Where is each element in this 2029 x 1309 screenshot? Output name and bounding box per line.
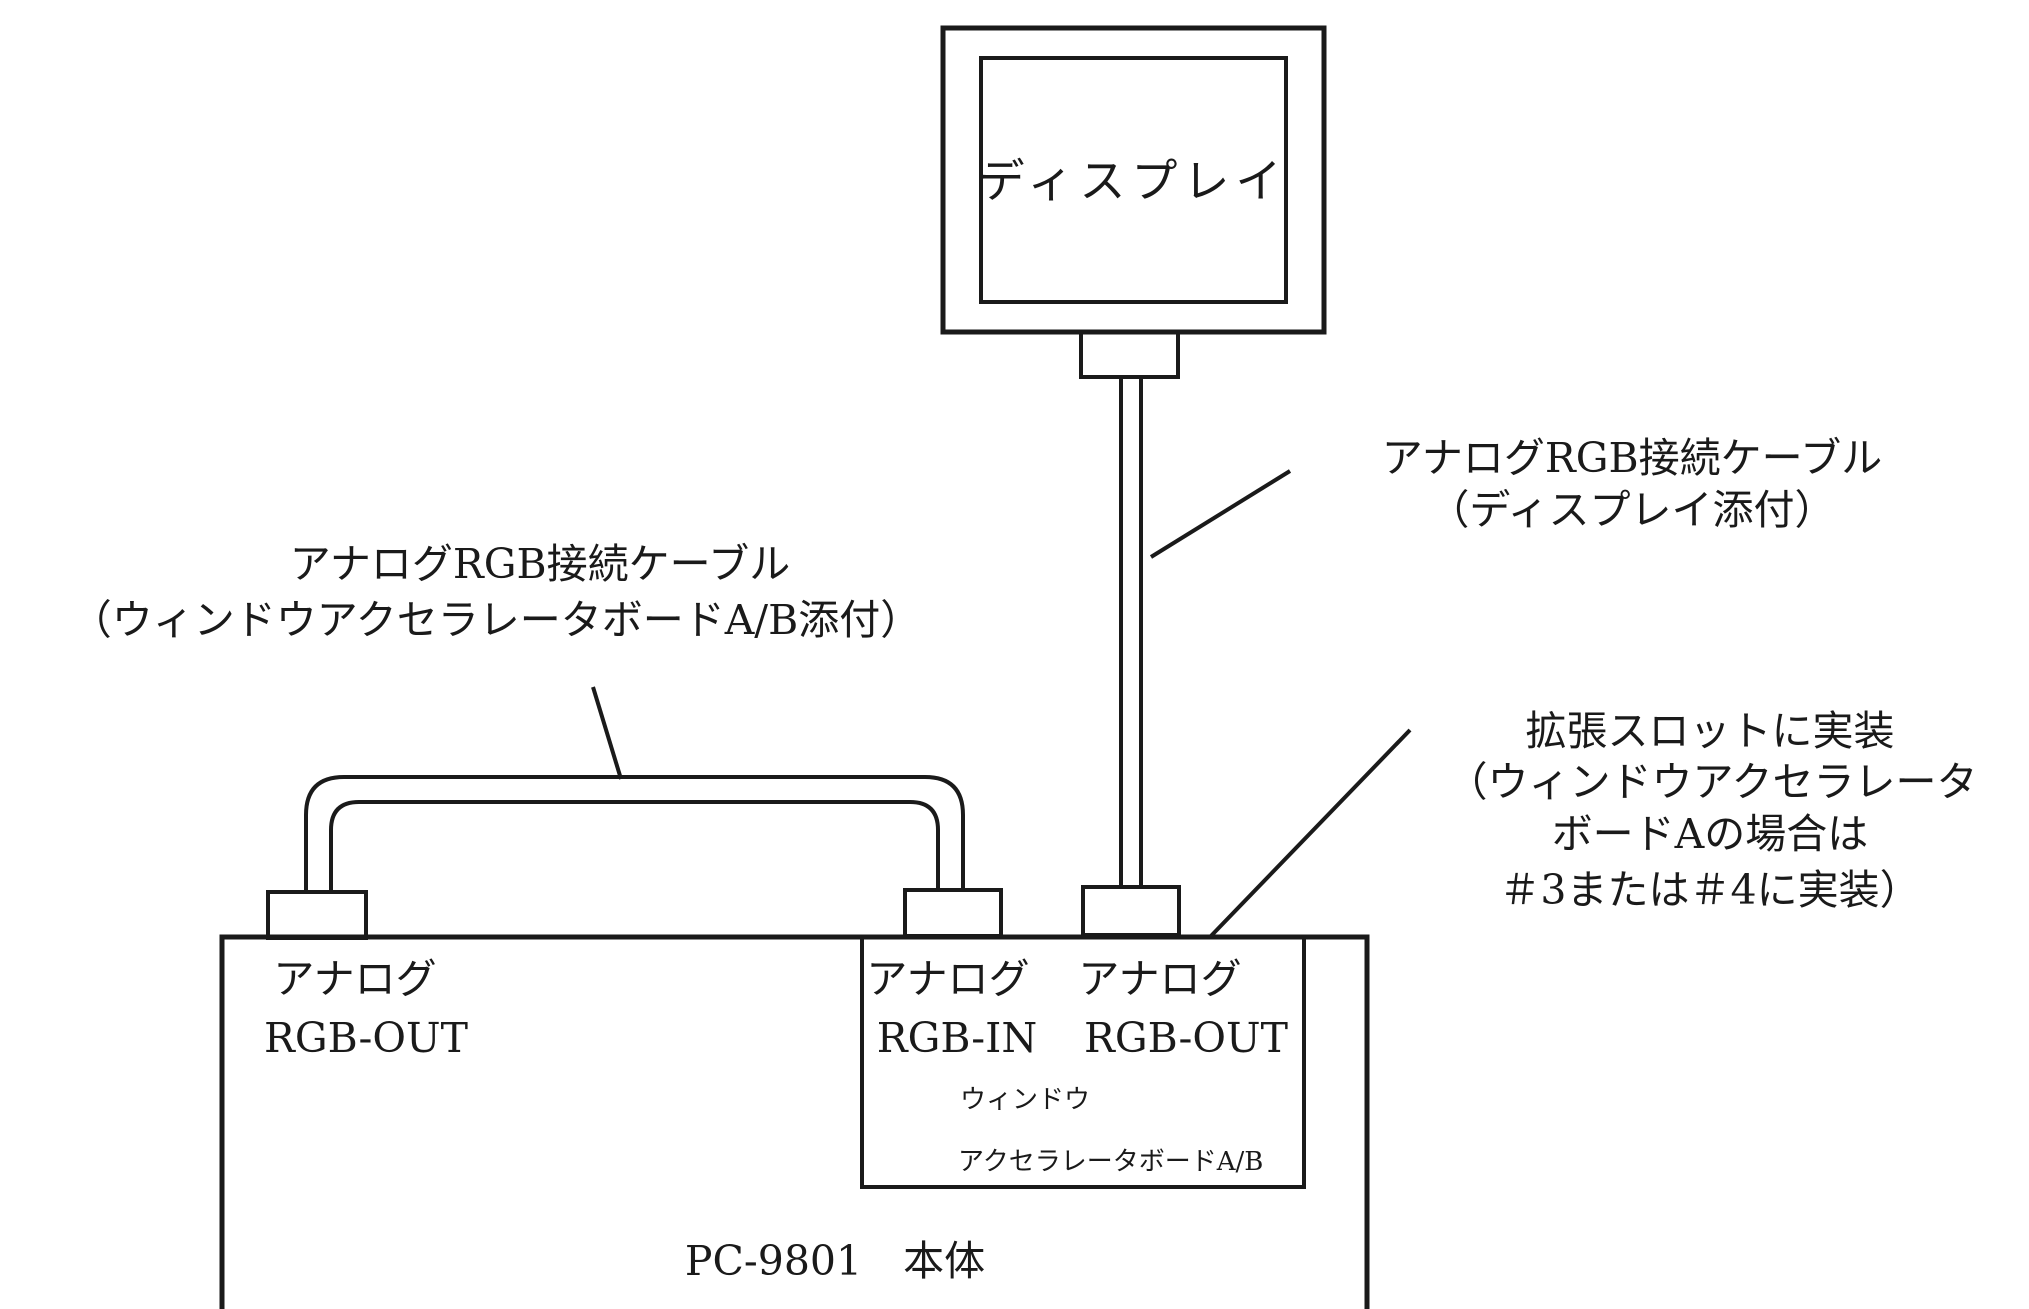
display-screen: [979, 56, 1288, 304]
display-connector: [1079, 330, 1180, 379]
board-rgb-out-connector: [1081, 885, 1181, 937]
loop-cable: [304, 775, 965, 892]
slot-leader: [1208, 728, 1412, 939]
board-out-port-label-line2: RGB-OUT: [1084, 1014, 1288, 1062]
display-monitor: ディスプレイ: [940, 25, 1327, 379]
slot-note-line2: （ウィンドウアクセラレータ: [1447, 758, 1978, 806]
board-out-port-label-line1: アナログ: [1078, 955, 1241, 1003]
accelerator-board: [860, 935, 1306, 1189]
pc-port-label-line2: RGB-OUT: [264, 1014, 468, 1062]
pc-rgb-out-connector: [266, 890, 368, 940]
pc-body-label: PC-9801 本体: [685, 1237, 985, 1285]
display-cable-label-line2: （ディスプレイ添付）: [1428, 486, 1835, 534]
display-cable: [1119, 377, 1143, 887]
board-cable-leader: [591, 686, 623, 780]
board-in-port-label-line1: アナログ: [866, 955, 1029, 1003]
display-cable-leader: [1149, 469, 1292, 559]
display-cable-label-line1: アナログRGB接続ケーブル: [1382, 434, 1882, 482]
slot-note-line1: 拡張スロットに実装: [1526, 707, 1895, 755]
board-cable-label-line1: アナログRGB接続ケーブル: [290, 540, 790, 588]
slot-note-line3: ボードAの場合は: [1552, 810, 1869, 858]
display-label: ディスプレイ: [979, 154, 1288, 208]
board-cable-label-line2: （ウィンドウアクセラレータボードA/B添付）: [71, 596, 922, 644]
board-in-port-label-line2: RGB-IN: [877, 1014, 1037, 1062]
pc-body: [219, 934, 1370, 1309]
board-rgb-in-connector: [903, 888, 1003, 938]
board-label-line1: ウィンドウ: [960, 1085, 1090, 1115]
pc-port-label-line1: アナログ: [273, 955, 436, 1003]
board-label-line2: アクセラレータボードA/B: [958, 1147, 1263, 1177]
slot-note-line4: ＃3または＃4に実装）: [1499, 866, 1920, 914]
